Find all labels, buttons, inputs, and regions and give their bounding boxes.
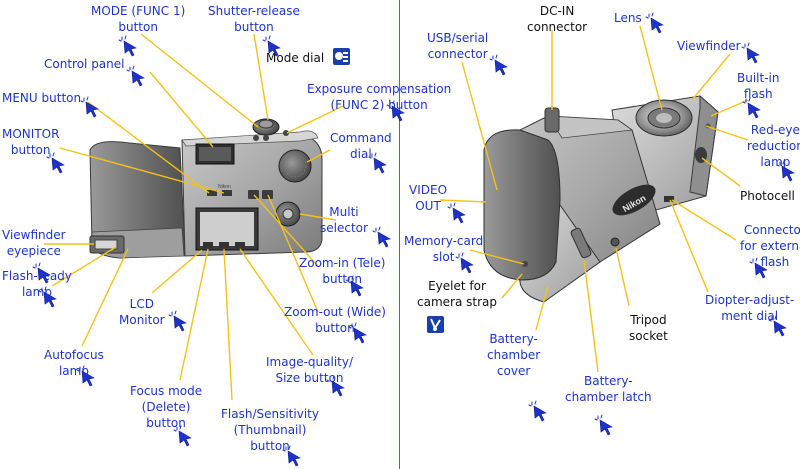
hand-cursor-icon[interactable] bbox=[118, 35, 140, 57]
camera-front-view bbox=[483, 94, 719, 303]
hand-cursor-icon[interactable] bbox=[348, 322, 370, 344]
hand-cursor-icon[interactable] bbox=[38, 286, 60, 308]
label-control-panel[interactable]: Control panel bbox=[44, 57, 125, 71]
label-exposure-compensation-button[interactable]: Exposure compensation(FUNC 2) button bbox=[307, 82, 452, 112]
hand-cursor-icon[interactable] bbox=[455, 252, 477, 274]
hand-cursor-icon[interactable] bbox=[528, 400, 550, 422]
label-flash-sensitivity-button[interactable]: Flash/Sensitivity(Thumbnail)button bbox=[221, 407, 319, 453]
hand-cursor-icon[interactable] bbox=[173, 425, 195, 447]
label-zoom-out-button[interactable]: Zoom-out (Wide)button bbox=[284, 305, 386, 335]
hand-cursor-icon[interactable] bbox=[262, 35, 284, 57]
hand-cursor-icon[interactable] bbox=[126, 65, 148, 87]
hand-cursor-icon[interactable] bbox=[489, 54, 511, 76]
hand-cursor-icon[interactable] bbox=[749, 257, 771, 279]
leader-lines-front bbox=[439, 25, 749, 373]
hand-cursor-icon[interactable] bbox=[326, 375, 348, 397]
label-focus-mode-button[interactable]: Focus mode(Delete)button bbox=[130, 384, 203, 430]
hand-cursor-icon[interactable] bbox=[447, 202, 469, 224]
label-zoom-in-button[interactable]: Zoom-in (Tele)button bbox=[299, 256, 386, 286]
label-mode-dial: Mode dial bbox=[266, 51, 325, 65]
hand-cursor-icon[interactable] bbox=[32, 262, 54, 284]
label-mode-func1-button[interactable]: MODE (FUNC 1)button bbox=[91, 4, 186, 34]
label-menu-button[interactable]: MENU button bbox=[2, 91, 82, 105]
label-battery-chamber-latch[interactable]: Battery-chamber latch bbox=[565, 374, 652, 404]
strap-icon[interactable] bbox=[427, 316, 444, 333]
dial-icon[interactable] bbox=[333, 48, 350, 65]
hand-cursor-icon[interactable] bbox=[76, 365, 98, 387]
hand-cursor-icon[interactable] bbox=[594, 414, 616, 436]
hand-cursor-icon[interactable] bbox=[345, 275, 367, 297]
hand-cursor-icon[interactable] bbox=[372, 226, 394, 248]
hand-cursor-icon[interactable] bbox=[776, 160, 798, 182]
label-photocell: Photocell bbox=[740, 189, 795, 203]
hand-cursor-icon[interactable] bbox=[46, 152, 68, 174]
hand-cursor-icon[interactable] bbox=[368, 152, 390, 174]
hand-cursor-icon[interactable] bbox=[741, 42, 763, 64]
label-viewfinder[interactable]: Viewfinder bbox=[677, 39, 741, 53]
camera-back-view bbox=[89, 118, 323, 259]
hand-cursor-icon[interactable] bbox=[386, 100, 408, 122]
leader-lines-back bbox=[44, 33, 344, 401]
hand-cursor-icon[interactable] bbox=[645, 12, 667, 34]
hand-cursor-icon[interactable] bbox=[282, 445, 304, 467]
back-brand-text: Nikon bbox=[218, 184, 231, 190]
hand-cursor-icon[interactable] bbox=[168, 310, 190, 332]
divider-line bbox=[399, 0, 400, 469]
label-lens[interactable]: Lens bbox=[614, 11, 642, 25]
hand-cursor-icon[interactable] bbox=[742, 97, 764, 119]
label-image-quality-button[interactable]: Image-quality/Size button bbox=[266, 355, 354, 385]
hand-cursor-icon[interactable] bbox=[768, 315, 790, 337]
hand-cursor-icon[interactable] bbox=[80, 96, 102, 118]
label-diopter-adjustment-dial[interactable]: Diopter-adjust-ment dial bbox=[705, 293, 795, 323]
